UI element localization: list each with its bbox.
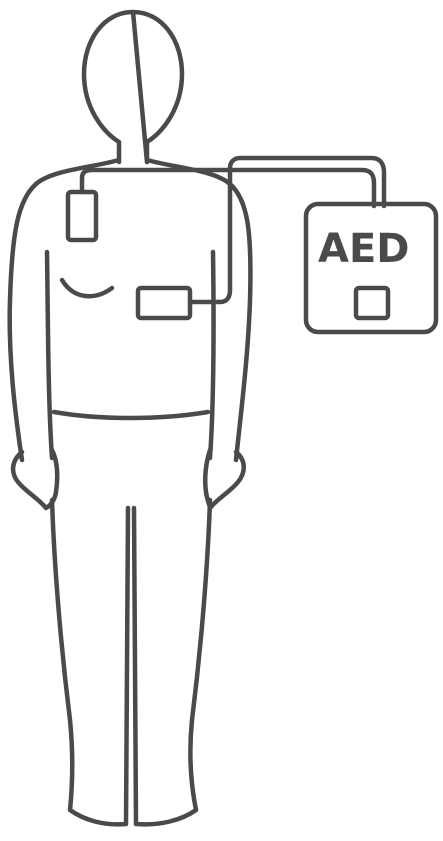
person-waist: [54, 412, 208, 418]
person-right-inner-arm: [210, 252, 214, 458]
aed-button: [356, 288, 388, 318]
person-head: [84, 12, 182, 162]
person-right-leg: [134, 500, 210, 824]
aed-label: AED: [318, 226, 409, 272]
upper-electrode-pad: [68, 192, 96, 240]
person-left-leg: [52, 500, 128, 824]
lower-electrode-pad: [138, 288, 190, 318]
person-chest-line: [62, 280, 112, 296]
person-left-inner-arm: [47, 252, 52, 458]
